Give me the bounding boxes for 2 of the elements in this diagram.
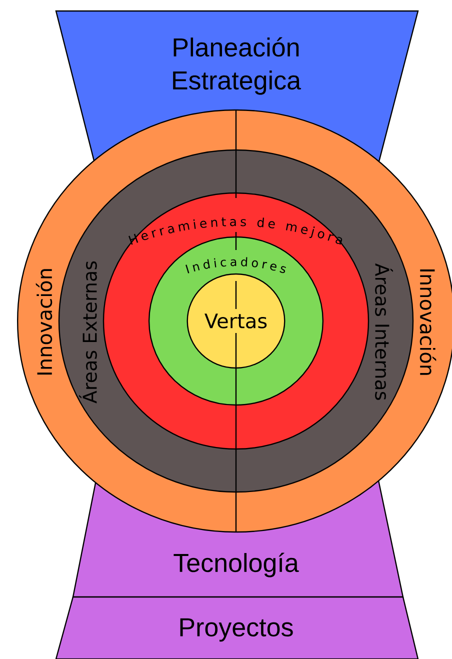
ring: Vertas xyxy=(186,273,286,369)
trapezoid-band: Proyectos xyxy=(55,596,419,659)
